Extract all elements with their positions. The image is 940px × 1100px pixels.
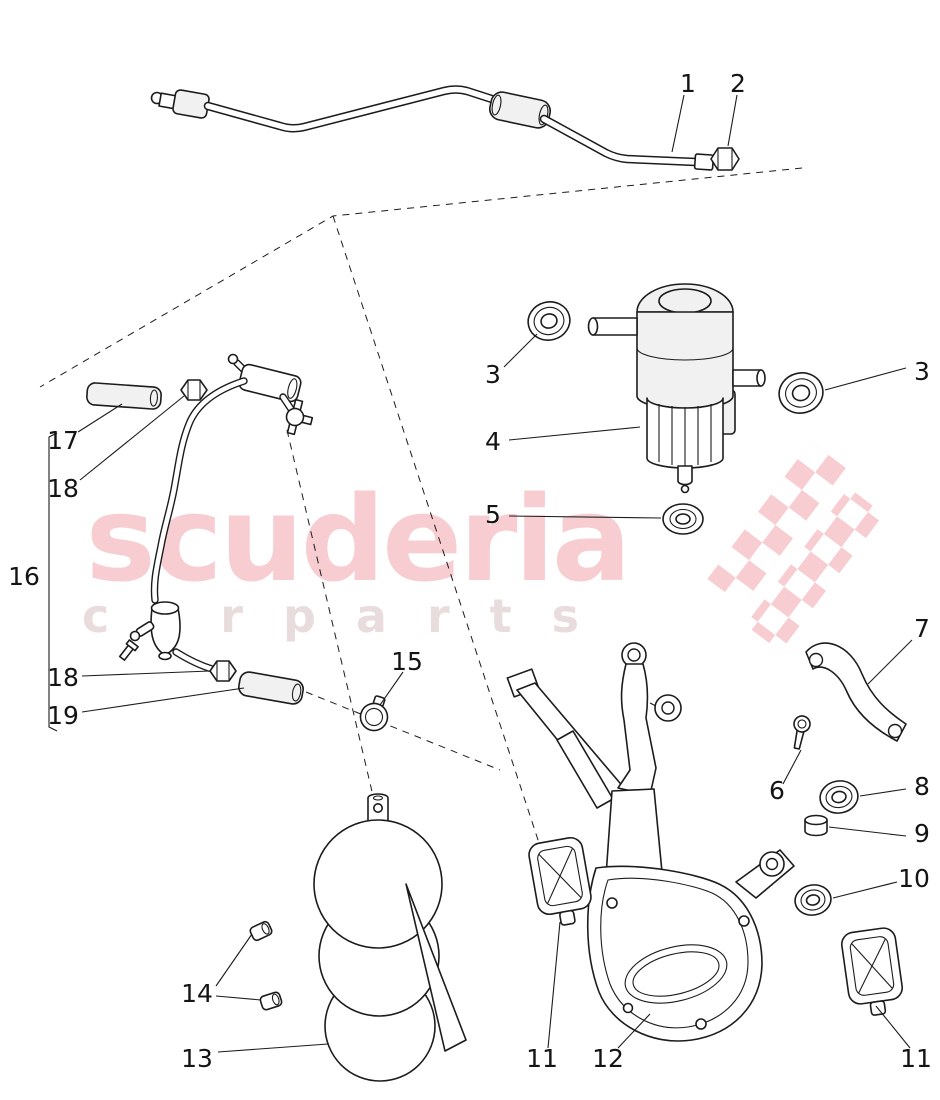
bolt — [793, 715, 811, 750]
callout-label-1: 1 — [680, 69, 696, 98]
callout-label-5: 5 — [485, 500, 501, 529]
mounting-bracket — [506, 642, 795, 1042]
hose-nut — [180, 379, 208, 401]
union-nut — [710, 147, 740, 171]
callout-label-4: 4 — [485, 427, 501, 456]
rubber-mounting-pad — [841, 927, 903, 1016]
hose-sleeve — [238, 671, 304, 705]
callout-label-11: 11 — [526, 1044, 558, 1073]
callout-label-6: 6 — [769, 776, 785, 805]
vacuum-valve — [118, 601, 181, 661]
callout-label-3: 3 — [914, 357, 930, 386]
retaining-wedge — [405, 883, 467, 1052]
callout-label-13: 13 — [181, 1044, 213, 1073]
hose-nut — [209, 660, 237, 682]
callout-labels: 1 2 3 3 4 5 6 7 8 9 10 11 11 12 13 14 15… — [8, 69, 932, 1073]
group-bracket-16 — [48, 432, 58, 732]
vacuum-pump — [587, 283, 766, 494]
callout-label-15: 15 — [391, 647, 423, 676]
rubber-grommet — [819, 780, 859, 814]
t-fitting — [238, 363, 302, 403]
rubber-mounting-pad — [528, 836, 592, 926]
vacuum-hose-assembly — [86, 353, 389, 732]
callout-label-8: 8 — [914, 772, 930, 801]
callout-label-17: 17 — [47, 426, 79, 455]
vacuum-pipe — [150, 85, 715, 171]
cap-plug — [259, 991, 283, 1011]
retaining-strap — [805, 642, 907, 742]
callout-label-10: 10 — [898, 864, 930, 893]
callout-label-12: 12 — [592, 1044, 624, 1073]
pipe-end-fitting — [693, 153, 715, 171]
callout-label-2: 2 — [730, 69, 746, 98]
watermark-title: scuderia — [86, 470, 629, 608]
callout-label-11: 11 — [900, 1044, 932, 1073]
spacer-bushing — [804, 814, 828, 837]
callout-label-14: 14 — [181, 979, 213, 1008]
callout-leader-lines — [48, 94, 913, 1053]
check-valve — [285, 398, 314, 436]
cap-plug — [249, 920, 273, 942]
callout-label-19: 19 — [47, 701, 79, 730]
callout-label-16: 16 — [8, 562, 40, 591]
rubber-grommet — [794, 884, 832, 916]
watermark: scuderia carparts — [82, 441, 884, 652]
rubber-grommet — [778, 372, 824, 414]
callout-label-7: 7 — [914, 614, 930, 643]
callout-label-18: 18 — [47, 474, 79, 503]
rubber-grommet — [527, 301, 571, 341]
hose-clamp — [359, 695, 389, 732]
damper-spheres — [313, 793, 467, 1082]
hose-sleeve — [86, 382, 162, 410]
callout-label-3: 3 — [485, 360, 501, 389]
sphere-port-hole — [372, 802, 383, 813]
bracket-eyelet-flange — [735, 849, 795, 899]
rubber-grommet — [662, 503, 704, 535]
assembly-reference-lines — [39, 167, 803, 847]
checkered-flag-icon — [707, 441, 884, 652]
callout-label-9: 9 — [914, 819, 930, 848]
callout-label-18: 18 — [47, 663, 79, 692]
